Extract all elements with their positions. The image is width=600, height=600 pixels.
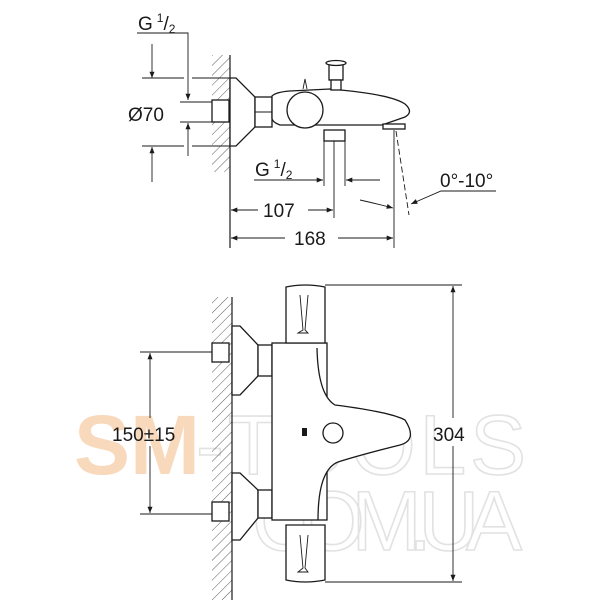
spout-front: [316, 347, 412, 521]
upper-escutcheon: [231, 325, 259, 396]
wall-hatch: [212, 297, 232, 600]
lower-inlet-pipe: [211, 501, 230, 522]
front-view: 304 150±15: [112, 284, 465, 600]
upper-inlet-pipe: [211, 342, 230, 363]
escutcheon: [229, 77, 256, 147]
spout-aerator: [382, 123, 406, 130]
outlet-distance-label: 107: [263, 201, 295, 222]
control-knob: [286, 91, 324, 129]
flow-handle: [285, 524, 326, 583]
inlet-spacing-label: 150±15: [112, 425, 175, 446]
total-depth-label: 168: [294, 229, 326, 250]
lower-nut: [257, 489, 273, 519]
escutcheon-diameter-label: Ø70: [128, 105, 164, 126]
knob-indicator: [302, 78, 308, 90]
watermark-sm: SM: [74, 398, 200, 492]
inlet-pipe: [211, 99, 230, 123]
temperature-handle: [285, 284, 326, 344]
diverter-button: [322, 422, 344, 444]
diverter-knob: [328, 63, 344, 81]
upper-nut: [257, 344, 273, 377]
indicator-mark: [302, 428, 307, 436]
outlet-connector: [323, 129, 346, 142]
spout-angle-label: 0°-10°: [440, 171, 493, 192]
total-height-label: 304: [433, 425, 465, 446]
spout-angle-line: [395, 130, 410, 216]
